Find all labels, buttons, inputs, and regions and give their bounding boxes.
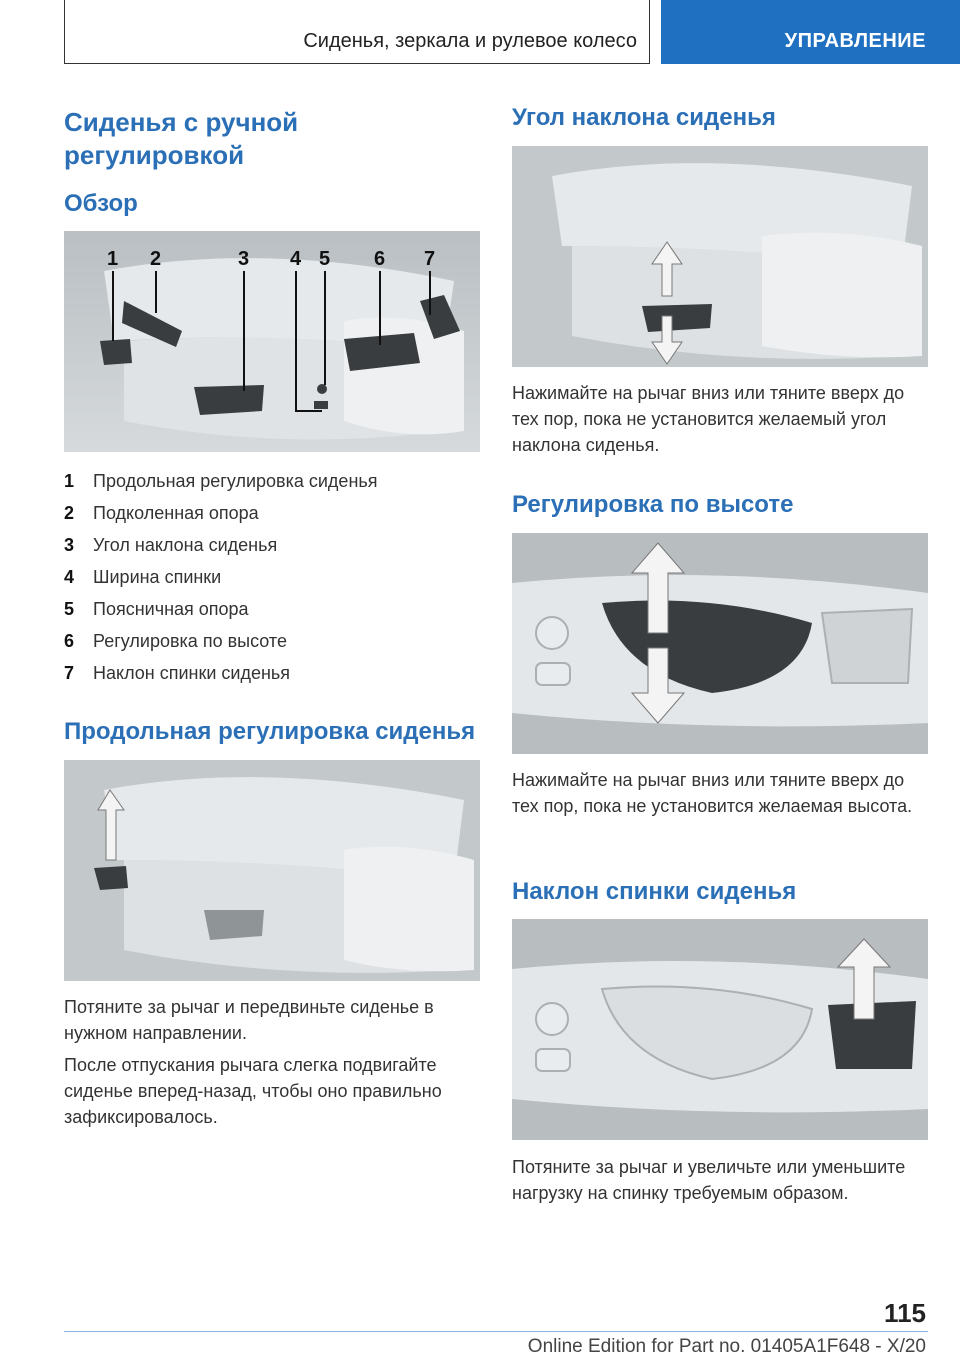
overview-heading: Обзор	[64, 190, 138, 217]
list-item-text: Наклон спинки сиденья	[93, 662, 291, 683]
tilt-seat-photo	[512, 146, 928, 367]
tilt-heading: Угол наклона сиденья	[512, 104, 776, 131]
height-paragraph: Нажимайте на рычаг вниз или тяните вверх…	[512, 770, 913, 816]
overview-callout-5: 5	[319, 248, 330, 270]
list-item-text: Регулировка по высоте	[93, 630, 287, 651]
list-item: 4 Ширина спинки	[64, 561, 484, 593]
backrest-lever-photo	[512, 919, 928, 1140]
list-item-text: Поясничная опора	[93, 598, 249, 619]
list-item-text: Ширина спинки	[93, 566, 222, 587]
height-lever-photo	[512, 533, 928, 754]
list-item: 7 Наклон спинки сиденья	[64, 657, 484, 689]
longitudinal-paragraph-1: Потяните за рычаг и передвиньте сиденье …	[64, 997, 434, 1043]
backrest-paragraph: Потяните за рычаг и увеличьте или уменьш…	[512, 1157, 906, 1203]
main-title: Сиденья с ручной регулировкой	[64, 107, 299, 170]
list-item: 6 Регулировка по высоте	[64, 625, 484, 657]
list-item: 3 Угол наклона сиденья	[64, 529, 484, 561]
list-item-number: 6	[64, 630, 75, 651]
page-number: 115	[884, 1298, 926, 1328]
overview-callout-3: 3	[238, 248, 249, 270]
overview-seat-photo: 1 2 3 4 5 6 7	[64, 231, 480, 452]
list-item: 5 Поясничная опора	[64, 593, 484, 625]
longitudinal-seat-photo	[64, 760, 480, 981]
overview-callout-7: 7	[424, 248, 435, 270]
overview-callout-6: 6	[374, 248, 385, 270]
overview-callout-2: 2	[150, 248, 161, 270]
list-item-text: Продольная регулировка сиденья	[93, 470, 378, 491]
list-item-number: 7	[64, 662, 75, 683]
overview-callout-1: 1	[107, 248, 118, 270]
header-section-box: Сиденья, зеркала и рулевое колесо	[64, 0, 650, 64]
header-chapter-tab[interactable]: УПРАВЛЕНИЕ	[661, 0, 960, 64]
overview-legend-list: 1 Продольная регулировка сиденья 2 Подколе…	[64, 465, 484, 689]
list-item-text: Угол наклона сиденья	[93, 534, 278, 555]
list-item-number: 2	[64, 502, 75, 523]
list-item: 1 Продольная регулировка сиденья	[64, 465, 484, 497]
tilt-paragraph: Нажимайте на рычаг вниз или тяните вверх…	[512, 383, 905, 455]
height-heading: Регулировка по высоте	[512, 491, 794, 518]
list-item-number: 3	[64, 534, 75, 555]
longitudinal-paragraph-2: После отпускания рычага слегка подвигайт…	[64, 1055, 442, 1127]
list-item-text: Подколенная опора	[93, 502, 259, 523]
backrest-heading: Наклон спинки сиденья	[512, 878, 797, 905]
header-chapter-label: УПРАВЛЕНИЕ	[784, 30, 926, 52]
footer-divider	[64, 1331, 928, 1332]
longitudinal-heading: Продольная регулировка сиденья	[64, 718, 476, 745]
overview-callout-4: 4	[290, 248, 302, 270]
list-item-number: 4	[64, 566, 75, 587]
header-section-title: Сиденья, зеркала и рулевое колесо	[303, 30, 637, 52]
list-item-number: 5	[64, 598, 75, 619]
list-item-number: 1	[64, 470, 75, 491]
footer-edition: Online Edition for Part no. 01405A1F648 …	[527, 1336, 926, 1357]
list-item: 2 Подколенная опора	[64, 497, 484, 529]
